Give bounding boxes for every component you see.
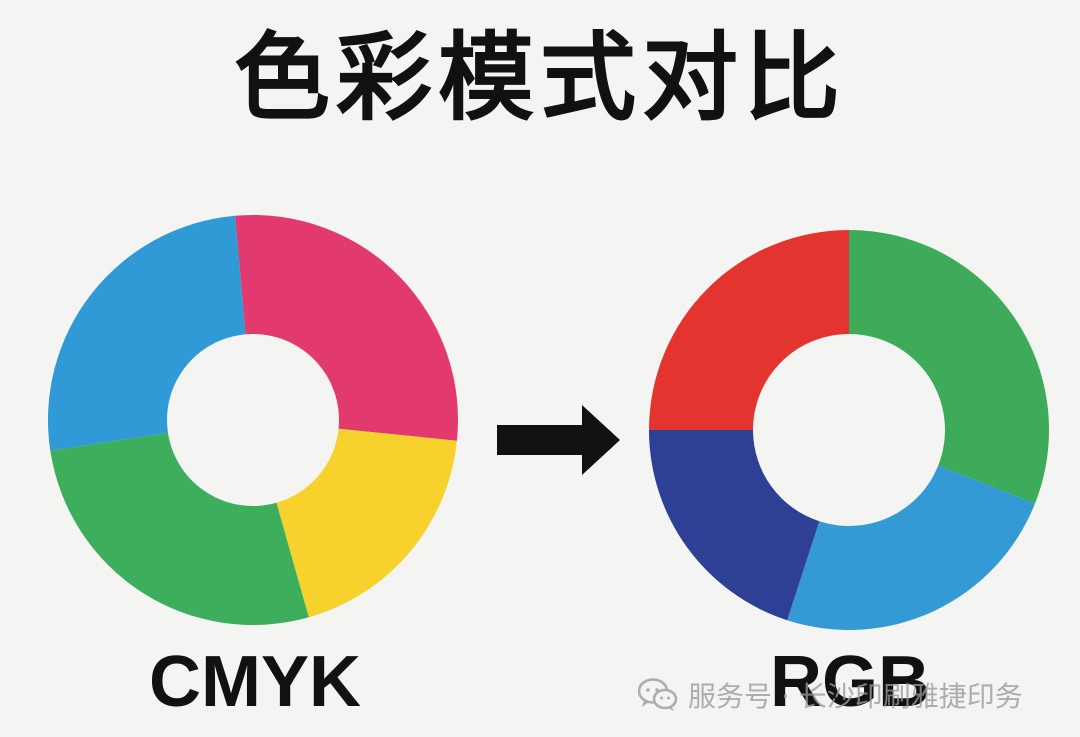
cmyk-segment-3 (47, 215, 246, 451)
rgb-label: RGB (770, 642, 930, 722)
wechat-icon (638, 678, 678, 711)
rgb-segment-1 (787, 465, 1035, 630)
watermark-text: 服务号 · 长沙印刷雅捷印务 (688, 680, 1023, 713)
cmyk-segment-2 (50, 432, 309, 625)
watermark: 服务号 · 长沙印刷雅捷印务 (638, 670, 1023, 720)
arrow-right-icon (497, 405, 620, 475)
cmyk-label: CMYK (149, 642, 361, 722)
rgb-donut (649, 230, 1050, 630)
page-title: 色彩模式对比 (234, 22, 846, 134)
rgb-segment-3 (649, 230, 849, 430)
cmyk-segment-1 (276, 428, 457, 618)
rgb-segment-2 (649, 430, 820, 621)
rgb-segment-0 (849, 230, 1050, 504)
cmyk-donut (47, 214, 458, 625)
cmyk-segment-0 (235, 214, 458, 441)
